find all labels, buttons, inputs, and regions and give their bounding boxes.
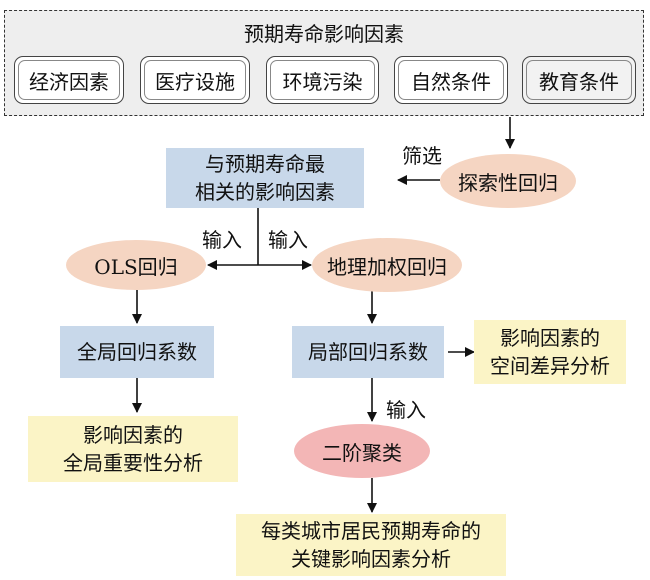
- input-label-mid: 输入: [386, 398, 426, 422]
- input-label-left: 输入: [202, 228, 242, 252]
- factor-label: 自然条件: [411, 69, 491, 94]
- local-coefficient-box: 局部回归系数: [292, 326, 444, 378]
- screen-label: 筛选: [402, 144, 442, 168]
- factor-medical: 医疗设施: [140, 56, 250, 104]
- most-related-factors-box: 与预期寿命最 相关的影响因素: [166, 148, 364, 208]
- factor-nature: 自然条件: [394, 56, 508, 104]
- factor-environment: 环境污染: [266, 56, 379, 104]
- global-coefficient-box: 全局回归系数: [60, 326, 214, 378]
- factor-economy: 经济因素: [14, 56, 124, 104]
- factor-label: 医疗设施: [155, 69, 235, 94]
- input-label-right: 输入: [268, 228, 308, 252]
- panel-title: 预期寿命影响因素: [244, 22, 404, 46]
- two-step-cluster-node: 二阶聚类: [294, 424, 430, 478]
- exploratory-regression-node: 探索性回归: [440, 154, 576, 208]
- gwr-node: 地理加权回归: [312, 238, 462, 292]
- final-analysis-box: 每类城市居民预期寿命的 关键影响因素分析: [236, 514, 506, 576]
- factor-label: 教育条件: [539, 69, 619, 94]
- factor-education: 教育条件: [522, 56, 636, 104]
- ols-regression-node: OLS回归: [66, 240, 206, 290]
- global-importance-box: 影响因素的 全局重要性分析: [28, 416, 238, 482]
- spatial-analysis-box: 影响因素的 空间差异分析: [474, 320, 626, 384]
- factor-label: 经济因素: [29, 69, 109, 94]
- factor-label: 环境污染: [282, 69, 363, 94]
